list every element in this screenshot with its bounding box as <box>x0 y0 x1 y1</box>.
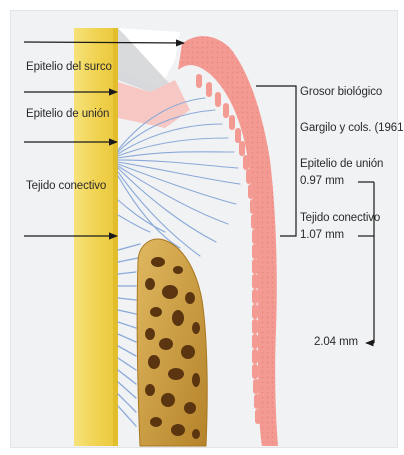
label-tejido-conectivo: Tejido conectivo <box>26 180 106 192</box>
tooth-root <box>74 28 118 446</box>
label-right-tejido-conectivo: Tejido conectivo <box>300 212 380 224</box>
label-epitelio-union: Epitelio de unión <box>26 108 109 120</box>
label-grosor-biologico: Grosor biológico <box>300 86 382 98</box>
tooth-root-edge <box>113 28 118 446</box>
value-epitelio-union: 0.97 mm <box>300 175 344 187</box>
value-total: 2.04 mm <box>314 336 358 348</box>
label-right-epitelio-union: Epitelio de unión <box>300 158 383 170</box>
value-tejido-conectivo: 1.07 mm <box>300 229 344 241</box>
label-reference: Gargilo y cols. (1961 <box>300 122 403 134</box>
label-epitelio-surco: Epitelio del surco <box>26 61 112 73</box>
